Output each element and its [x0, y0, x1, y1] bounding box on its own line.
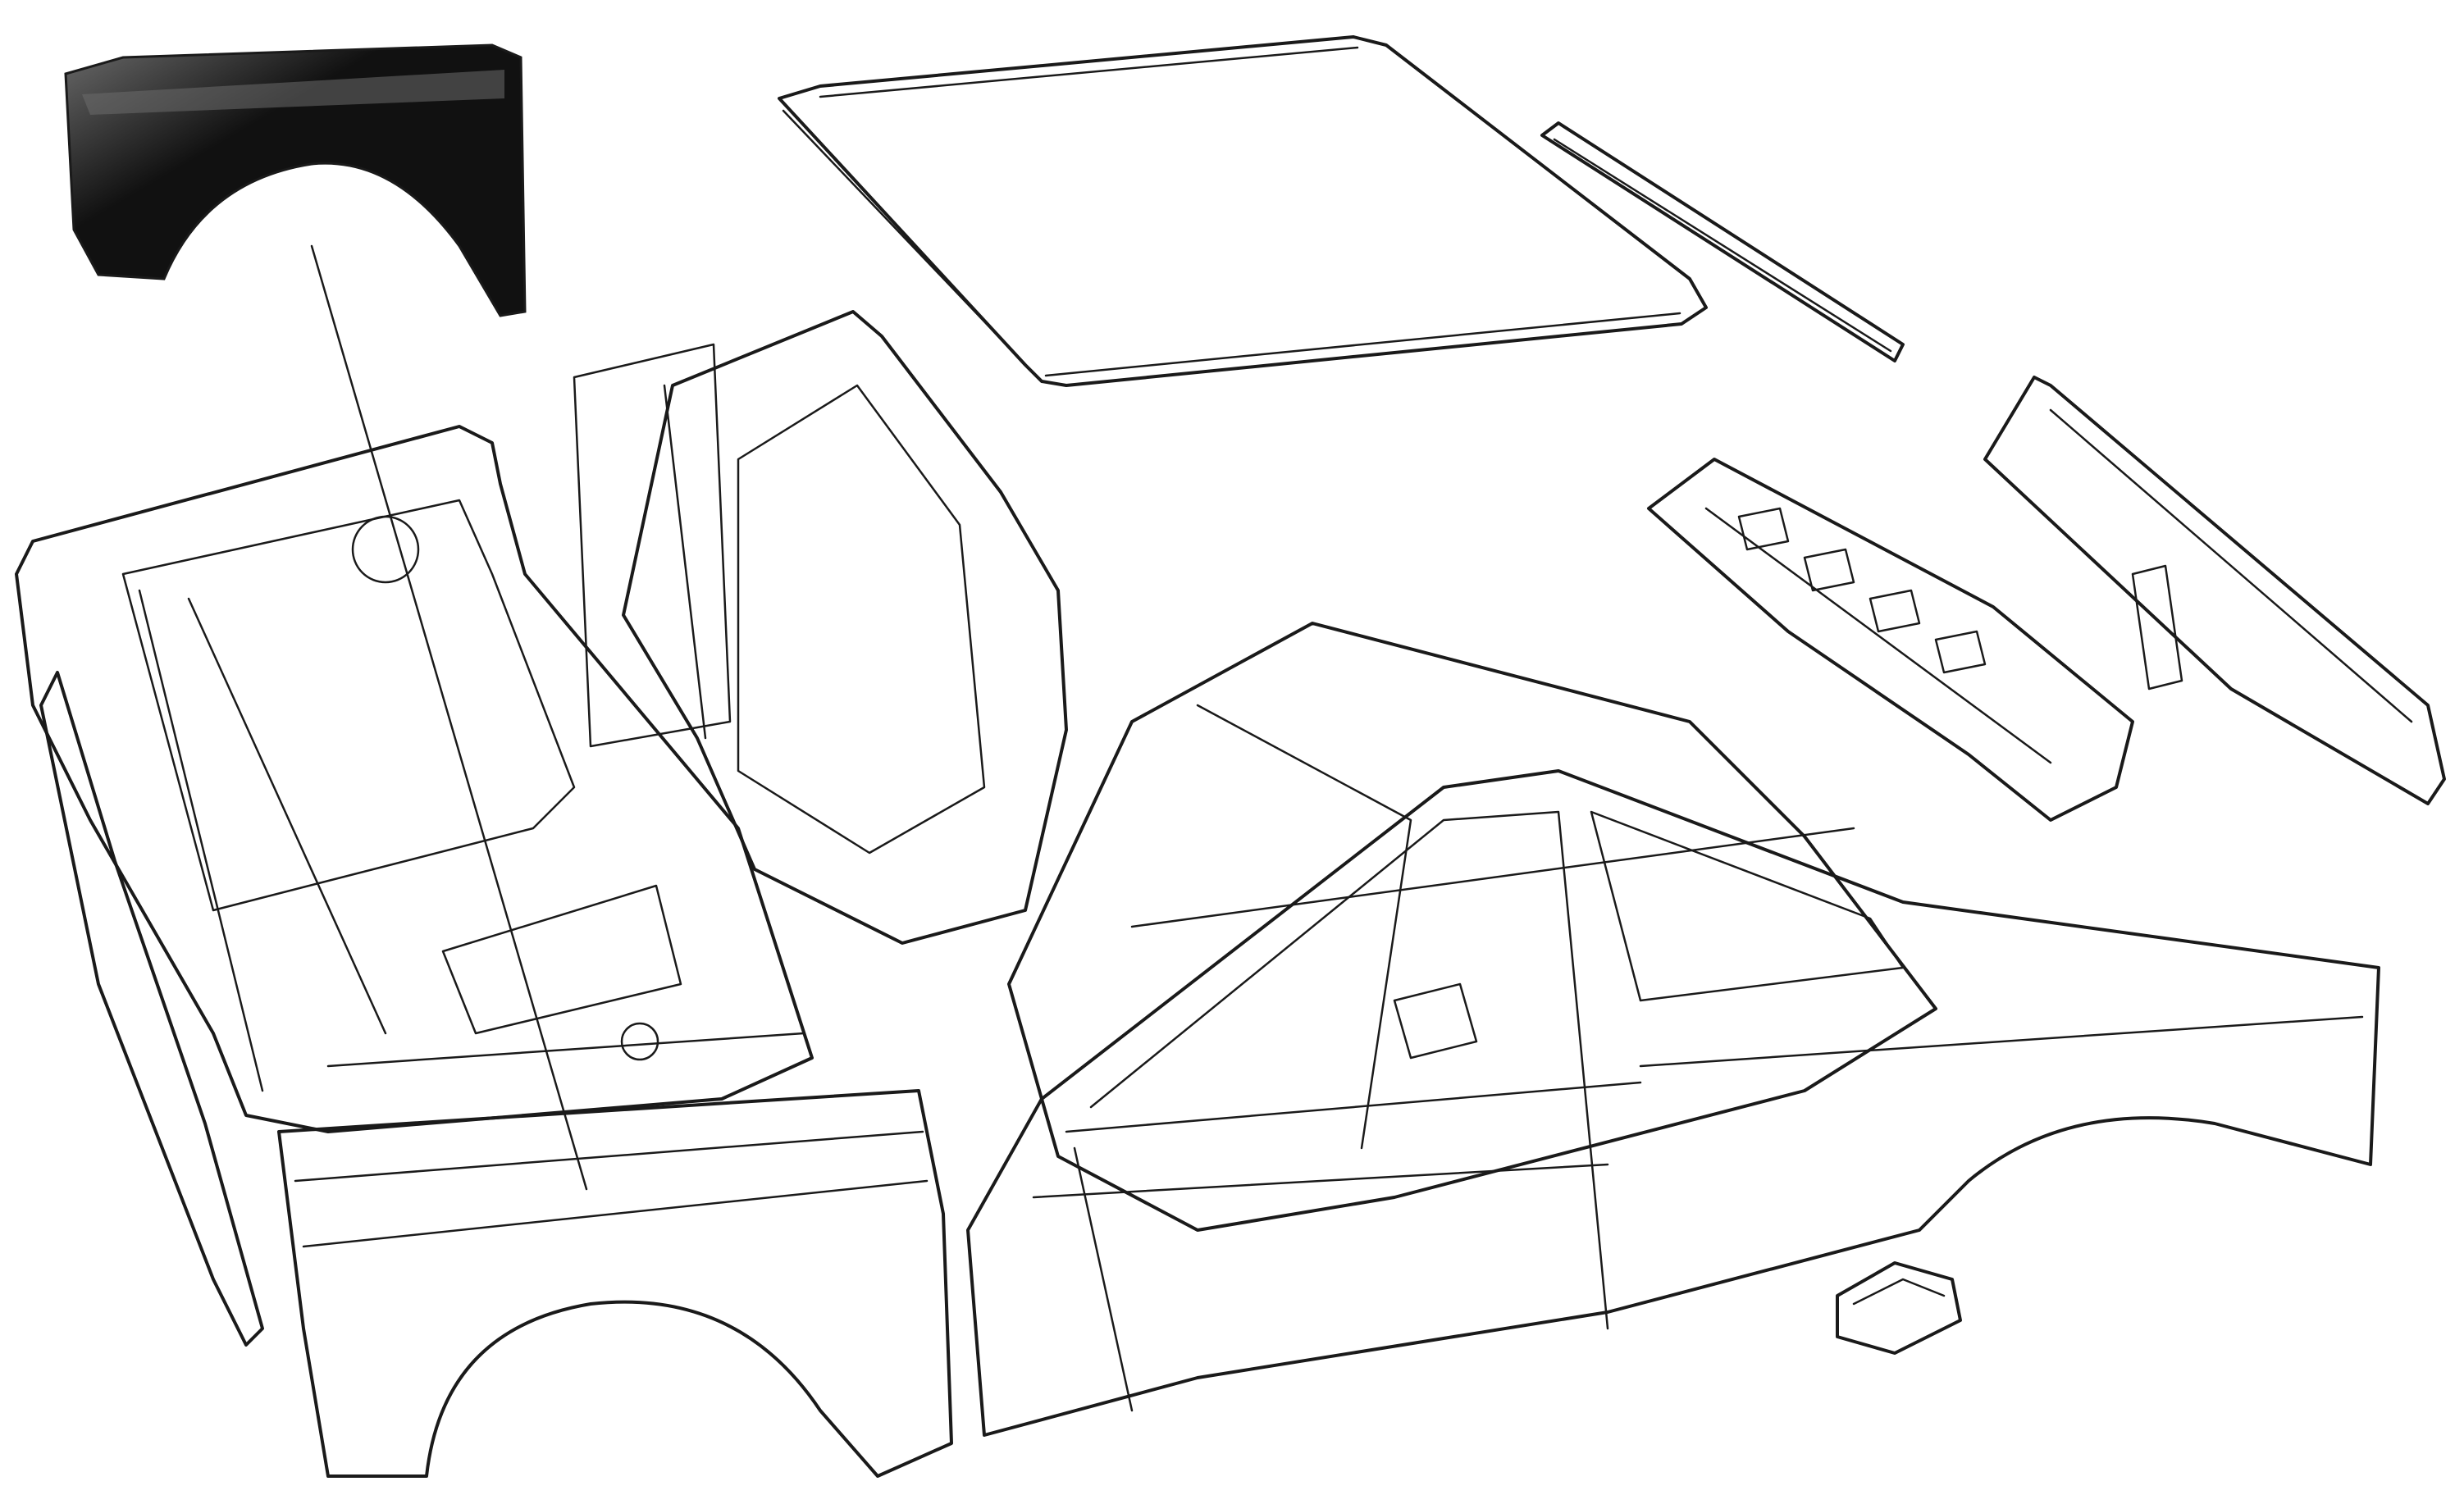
roof-panel-icon — [778, 35, 1708, 387]
leader-line-icon — [310, 244, 588, 1191]
floor-pan-icon — [1007, 622, 1937, 1232]
front-wing-panel-icon — [64, 43, 527, 317]
windscreen-frame-icon — [573, 310, 1068, 945]
roof-drip-rail-icon — [1540, 121, 1905, 362]
front-wing-outline-icon — [39, 671, 953, 1478]
rear-floor-icon — [1647, 458, 2134, 822]
body-side-panel-icon — [966, 769, 2380, 1437]
jacking-bracket-icon — [1836, 1261, 1962, 1355]
rear-panel-icon — [1983, 376, 2446, 805]
front-end-assembly-icon — [15, 425, 814, 1133]
